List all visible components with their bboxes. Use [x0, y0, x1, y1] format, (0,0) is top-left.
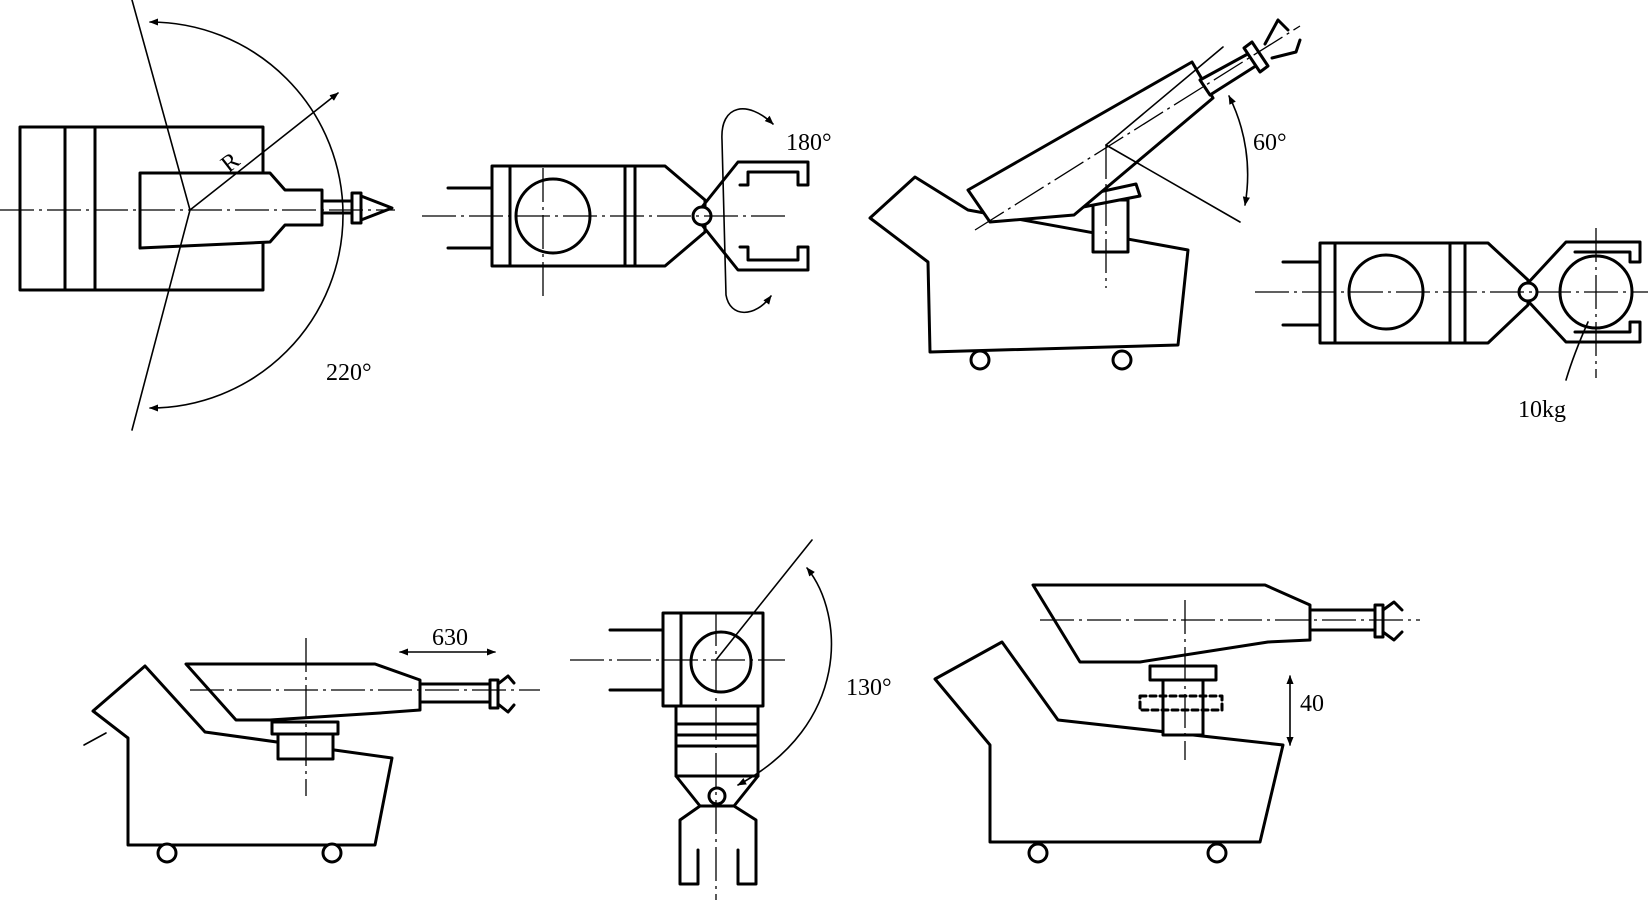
load-label: 10kg [1518, 397, 1566, 423]
gripper [1381, 600, 1404, 642]
gripper-finger-upper [1526, 240, 1642, 285]
gripper [496, 674, 516, 714]
lift-label: 40 [1300, 691, 1324, 717]
load-leader [1565, 321, 1589, 381]
column [1161, 678, 1205, 737]
gripper-finger-lower [1526, 299, 1642, 344]
arm-housing [1031, 583, 1312, 664]
cart-body [868, 175, 1190, 354]
column-lift: 40 [933, 583, 1420, 864]
arm-elevation: 60° [868, 18, 1302, 371]
top-view-rotation: R 220° [0, 0, 395, 431]
gripper-load: 10kg [1255, 228, 1648, 423]
arm-extension: 630 [83, 625, 540, 864]
gripper-finger-left [678, 804, 702, 886]
roll-arrow [721, 108, 774, 314]
gripper-finger-lower [700, 223, 810, 272]
cart-body [933, 640, 1285, 844]
elevation-arc [1228, 95, 1250, 206]
lift-collar [1138, 694, 1224, 712]
extension-label: 630 [432, 625, 468, 651]
extension-rod [418, 682, 492, 704]
rotation-arc [149, 18, 344, 412]
gripper-finger-right [732, 804, 758, 886]
wrist-pitch: 130° [570, 539, 892, 900]
pivot-pin [707, 786, 727, 806]
gripper [1263, 18, 1302, 60]
cart-body [91, 664, 394, 847]
gripper-finger-upper [700, 160, 810, 209]
wrist-roll: 180° [422, 108, 832, 314]
arm-housing [184, 662, 422, 722]
gripper [359, 194, 394, 222]
wrist-body [1318, 241, 1467, 345]
column [1091, 198, 1130, 254]
elevation-angle-label: 60° [1253, 130, 1287, 156]
pitch-angle-label: 130° [846, 675, 892, 701]
rotation-angle-label: 220° [326, 360, 372, 386]
pitch-arc [737, 567, 833, 786]
arm-housing [966, 60, 1215, 224]
wrist-flange [350, 191, 363, 225]
roll-angle-label: 180° [786, 130, 832, 156]
